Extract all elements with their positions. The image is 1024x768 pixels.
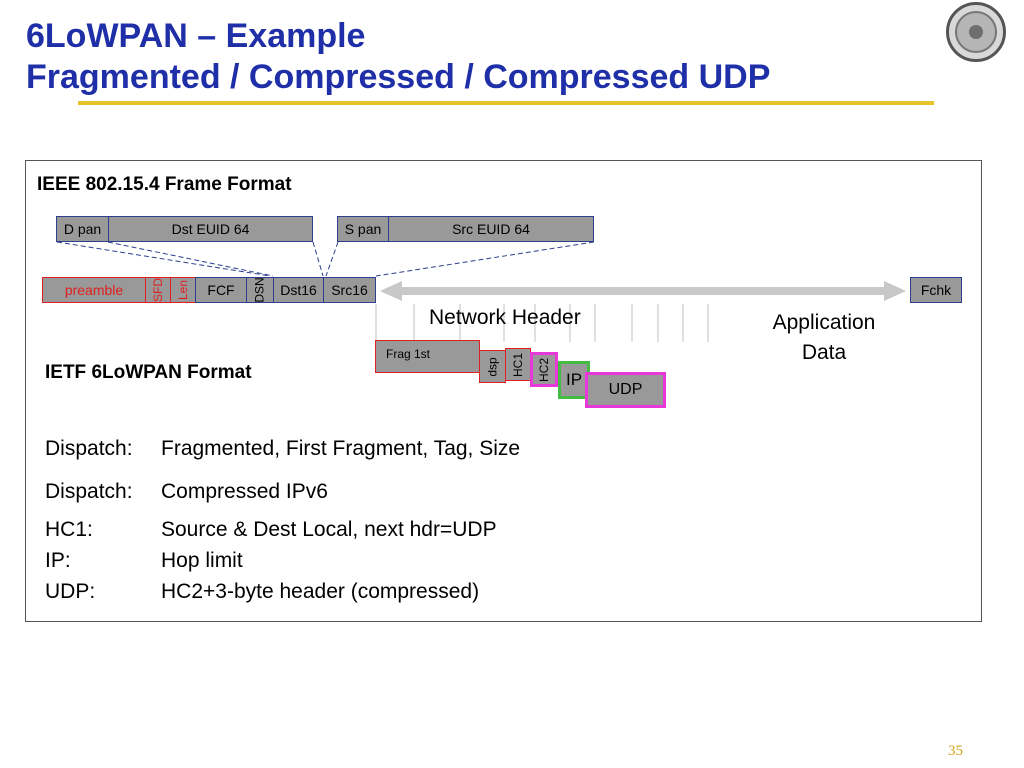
span-label: S pan [344,221,382,237]
dsn-field: DSN [246,277,274,303]
len-label: Len [176,279,190,301]
preamble-field: preamble [42,277,146,303]
desc-key: Dispatch: [45,437,133,460]
desc-key: Dispatch: [45,480,133,503]
frag-1st-label: Frag 1st [386,347,431,361]
dst16-label: Dst16 [280,282,317,298]
sfd-label: SFD [151,278,165,302]
network-header-ticks [375,304,709,342]
application-data-label: Application Data [754,308,894,368]
slide-title-line1: 6LoWPAN – Example [26,17,366,55]
dashed-line-src-euid [375,241,595,277]
dashed-line-dpan [56,241,271,277]
dpan-field: D pan [56,216,109,242]
src-euid-field: Src EUID 64 [388,216,594,242]
dst-euid-field: Dst EUID 64 [108,216,313,242]
desc-value: Compressed IPv6 [161,480,328,503]
frame-format-heading: IEEE 802.15.4 Frame Format [37,174,292,195]
fcf-label: FCF [207,282,235,298]
desc-key: IP: [45,549,71,572]
dst-euid-label: Dst EUID 64 [171,221,250,237]
hc1-label: HC1 [511,352,526,377]
dsn-label: DSN [253,277,267,303]
application-label-line2: Data [801,341,847,364]
fchk-label: Fchk [920,282,952,298]
university-seal-icon [946,2,1006,62]
lowpan-format-heading: IETF 6LoWPAN Format [45,362,252,383]
hc2-header: HC2 [530,352,558,387]
desc-row-dispatch-frag: Dispatch: Fragmented, First Fragment, Tag… [45,434,520,464]
dashed-line-span [325,241,339,277]
slide-title-line2: Fragmented / Compressed / Compressed UDP [26,58,771,96]
application-label-line1: Application [772,311,876,334]
src16-label: Src16 [331,282,368,298]
frag-1st-header: Frag 1st [375,340,480,373]
desc-key: UDP: [45,580,96,603]
src-euid-label: Src EUID 64 [452,221,530,237]
dsp-header: dsp [479,350,506,383]
ip-label: IP [565,370,583,389]
diagram-panel [25,160,982,622]
udp-label: UDP [608,381,643,398]
dpan-label: D pan [63,221,102,237]
hc1-header: HC1 [505,348,531,381]
title-underline [78,101,934,105]
network-header-label: Network Header [429,306,581,329]
desc-value: HC2+3-byte header (compressed) [161,580,480,603]
page-number: 35 [948,743,963,759]
desc-row-ip: IP: Hop limit [45,546,243,576]
hc2-label: HC2 [537,357,552,382]
dashed-line-dst-euid-right [312,241,324,277]
src16-field: Src16 [323,277,376,303]
dst16-field: Dst16 [273,277,324,303]
desc-row-udp: UDP: HC2+3-byte header (compressed) [45,577,479,607]
fcf-field: FCF [195,277,247,303]
desc-key: HC1: [45,518,93,541]
preamble-label: preamble [64,282,124,298]
dashed-line-dst-euid-left [107,241,274,277]
span-field: S pan [337,216,389,242]
desc-value: Hop limit [161,549,243,572]
desc-row-dispatch-ipv6: Dispatch: Compressed IPv6 [45,477,328,507]
dsp-label: dsp [485,356,500,377]
len-field: Len [170,277,196,303]
fchk-field: Fchk [910,277,962,303]
desc-row-hc1: HC1: Source & Dest Local, next hdr=UDP [45,515,497,545]
double-arrow [380,281,906,301]
desc-value: Source & Dest Local, next hdr=UDP [161,518,497,541]
sfd-field: SFD [145,277,171,303]
desc-value: Fragmented, First Fragment, Tag, Size [161,437,521,460]
udp-header: UDP [585,372,666,408]
